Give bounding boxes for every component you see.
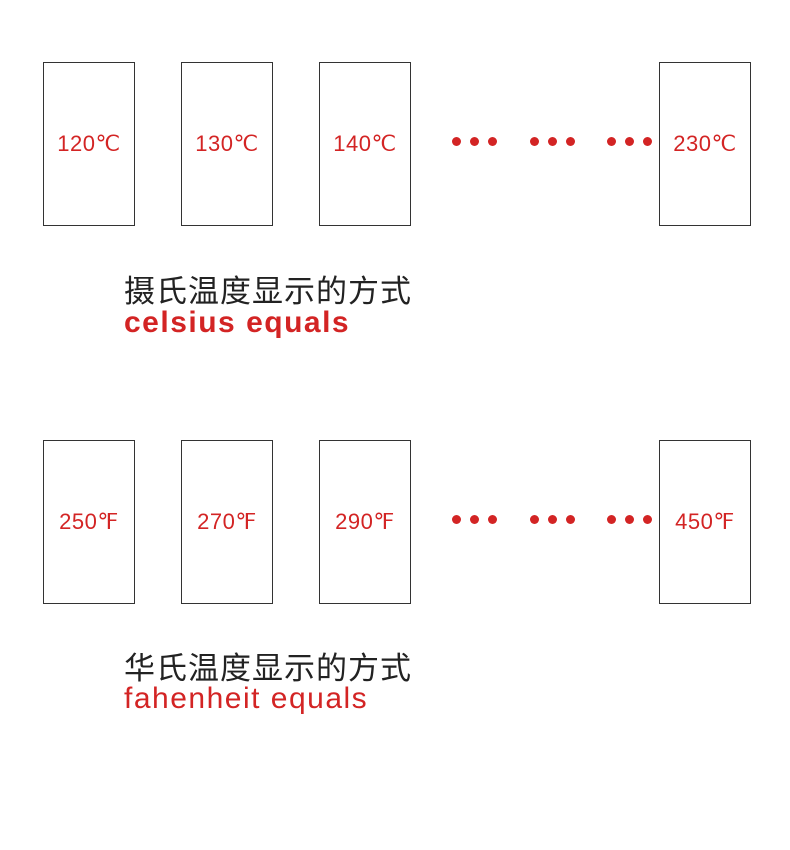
fahrenheit-caption-en: fahenheit equals <box>124 682 369 715</box>
fahrenheit-caption-cn: 华氏温度显示的方式 <box>124 651 412 687</box>
dot-icon <box>452 136 461 146</box>
dot-icon <box>565 514 575 524</box>
temp-box-fahrenheit-last: 450℉ <box>659 440 751 604</box>
dot-icon <box>529 514 539 524</box>
temp-value: 130℃ <box>195 131 259 156</box>
celsius-caption-en: celsius equals <box>124 306 351 339</box>
dot-icon <box>625 136 634 146</box>
temp-box-fahrenheit-1: 250℉ <box>43 440 135 604</box>
dot-icon <box>529 136 539 146</box>
dot-icon <box>452 514 461 524</box>
temp-box-celsius-3: 140℃ <box>319 62 411 226</box>
temp-box-celsius-1: 120℃ <box>43 62 135 226</box>
ellipsis-dots <box>452 131 652 151</box>
temp-value: 450℉ <box>675 509 735 534</box>
dot-icon <box>470 136 479 146</box>
temp-box-fahrenheit-2: 270℉ <box>181 440 273 604</box>
temp-value: 270℉ <box>197 509 257 534</box>
dot-icon <box>625 514 634 524</box>
dot-icon <box>607 136 616 146</box>
ellipsis-dots <box>452 509 652 529</box>
temp-value: 230℃ <box>673 131 737 156</box>
temp-value: 250℉ <box>59 509 119 534</box>
dot-icon <box>607 514 616 524</box>
dot-icon <box>488 136 497 146</box>
temp-value: 290℉ <box>335 509 395 534</box>
temp-box-celsius-last: 230℃ <box>659 62 751 226</box>
temp-value: 120℃ <box>57 131 121 156</box>
dot-icon <box>565 136 575 146</box>
dot-icon <box>470 514 479 524</box>
temp-box-fahrenheit-3: 290℉ <box>319 440 411 604</box>
dot-icon <box>643 514 652 524</box>
dot-icon <box>488 514 497 524</box>
temp-value: 140℃ <box>333 131 397 156</box>
temp-box-celsius-2: 130℃ <box>181 62 273 226</box>
celsius-caption-cn: 摄氏温度显示的方式 <box>124 274 412 310</box>
dot-icon <box>547 514 557 524</box>
dot-icon <box>547 136 557 146</box>
dot-icon <box>643 136 652 146</box>
